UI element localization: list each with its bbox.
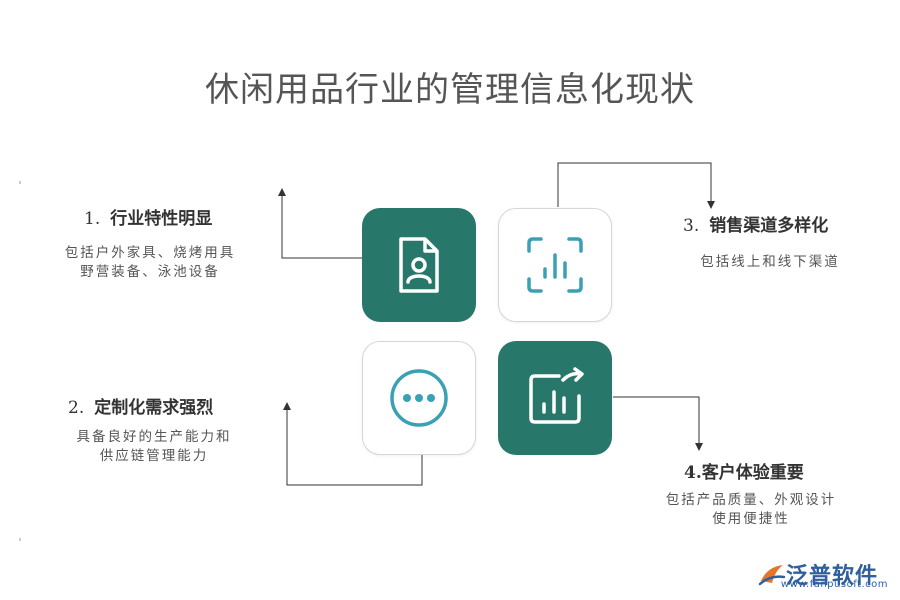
- item-3-heading: 3.销售渠道多样化: [683, 216, 829, 236]
- fanpu-logo-icon: [758, 565, 786, 586]
- connector-4: [613, 396, 703, 451]
- connector-2: [283, 402, 423, 486]
- bar-chart-arrow-icon: [529, 367, 584, 424]
- item-2-heading: 2.定制化需求强烈: [68, 398, 214, 418]
- connector-1: [278, 188, 362, 259]
- item-4-heading: 4.客户体验重要: [684, 463, 804, 483]
- document-user-icon: [399, 237, 439, 293]
- tile-2: [362, 341, 476, 455]
- bar-chart-scan-icon: [527, 237, 583, 293]
- item-1-description: 包括户外家具、烧烤用具 野营装备、泳池设备: [64, 245, 236, 280]
- brand-logo: 泛普软件 www.fanpusoft.com: [758, 551, 888, 597]
- item-1-heading: 1.行业特性明显: [84, 209, 213, 229]
- logo-text: 泛普软件: [786, 564, 879, 589]
- tile-1: [362, 208, 476, 322]
- item-4-description: 包括产品质量、外观设计 使用便捷性: [665, 492, 837, 527]
- page-title: 休闲用品行业的管理信息化现状: [205, 70, 695, 110]
- connector-3: [557, 162, 715, 209]
- item-2-description: 具备良好的生产能力和 供应链管理能力: [76, 429, 232, 464]
- ellipsis-circle-icon: [390, 369, 448, 427]
- tile-4: [498, 341, 612, 455]
- tile-3: [498, 208, 612, 322]
- logo-url: www.fanpusoft.com: [780, 579, 888, 590]
- item-3-description: 包括线上和线下渠道: [700, 254, 840, 270]
